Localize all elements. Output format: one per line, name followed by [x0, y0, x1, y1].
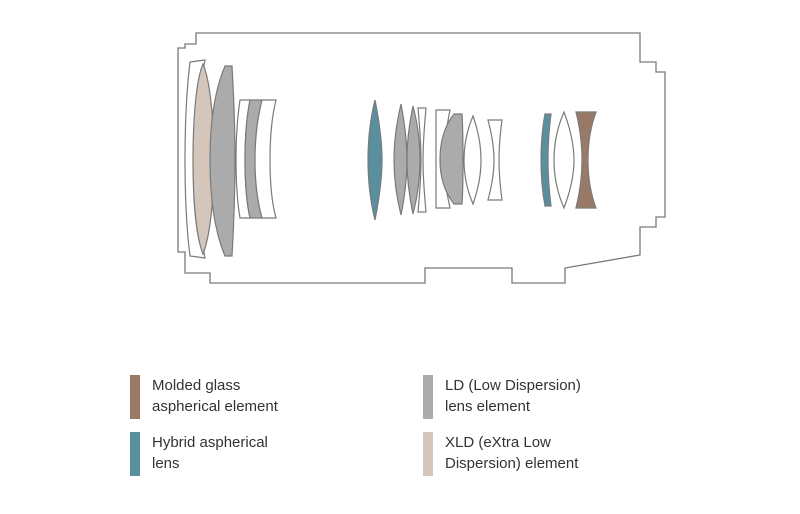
legend-label: Molded glass aspherical element: [152, 375, 352, 417]
legend-label-line: aspherical element: [152, 398, 278, 415]
molded-glass-aspherical-element: [575, 111, 597, 209]
lens-element-12: [439, 113, 464, 205]
legend-label-line: lens element: [445, 398, 531, 415]
legend-label-line: Dispersion) element: [445, 455, 579, 472]
lens-element-8: [393, 103, 408, 216]
lens-element-13: [463, 114, 482, 206]
legend: Molded glass aspherical element LD (Low …: [130, 375, 690, 495]
legend-item-molded: Molded glass aspherical element: [130, 375, 352, 419]
legend-label-line: lens: [152, 455, 180, 472]
legend-label: Hybrid aspherical lens: [152, 432, 352, 474]
legend-label: XLD (eXtra Low Dispersion) element: [445, 432, 645, 474]
lens-element-10: [417, 107, 427, 213]
ld-swatch: [423, 375, 433, 419]
legend-item-xld: XLD (eXtra Low Dispersion) element: [423, 432, 645, 476]
molded-glass-swatch: [130, 375, 140, 419]
legend-label-line: XLD (eXtra Low: [445, 434, 551, 451]
hybrid-swatch: [130, 432, 140, 476]
lens-element-16: [553, 110, 575, 210]
legend-item-hybrid: Hybrid aspherical lens: [130, 432, 352, 476]
lens-element-14: [487, 119, 503, 201]
legend-label-line: Hybrid aspherical: [152, 434, 268, 451]
lens-element-6: [254, 99, 277, 219]
legend-label-line: LD (Low Dispersion): [445, 377, 581, 394]
lens-element-15: [540, 113, 552, 207]
lens-construction-diagram: [177, 32, 666, 284]
lens-barrel-outline: [177, 32, 666, 284]
lens-element-3: [209, 65, 236, 257]
lens-element-9: [406, 105, 421, 215]
xld-swatch: [423, 432, 433, 476]
legend-label: LD (Low Dispersion) lens element: [445, 375, 645, 417]
legend-label-line: Molded glass: [152, 377, 241, 394]
hybrid-aspherical-lens: [367, 99, 383, 221]
legend-item-ld: LD (Low Dispersion) lens element: [423, 375, 645, 419]
